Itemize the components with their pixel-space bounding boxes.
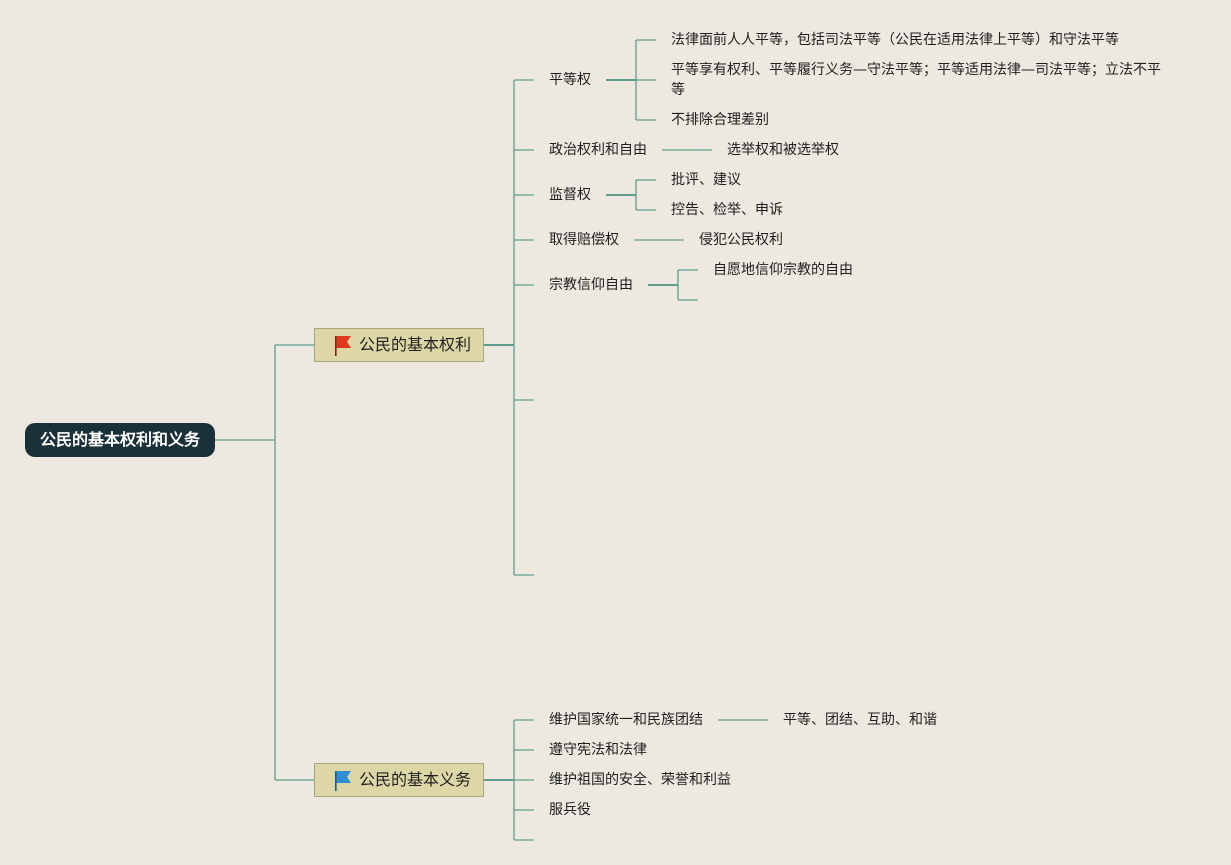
subtopic-military-service[interactable]: 服兵役 — [549, 802, 591, 818]
leaf-equality-3[interactable]: 不排除合理差别 — [671, 112, 769, 128]
blue-flag-icon — [335, 770, 351, 791]
duties-topic[interactable]: 公民的基本义务 — [314, 763, 484, 797]
subtopic-compensation[interactable]: 取得赔偿权 — [549, 232, 619, 248]
rights-topic[interactable]: 公民的基本权利 — [314, 328, 484, 362]
subtopic-national-unity[interactable]: 维护国家统一和民族团结 — [549, 712, 703, 728]
red-flag-icon — [335, 335, 351, 356]
leaf-accusation[interactable]: 控告、检举、申诉 — [671, 202, 783, 218]
root-topic[interactable]: 公民的基本权利和义务 — [25, 423, 215, 457]
subtopic-equality[interactable]: 平等权 — [549, 72, 591, 88]
leaf-criticism[interactable]: 批评、建议 — [671, 172, 741, 188]
leaf-equality-1[interactable]: 法律面前人人平等，包括司法平等（公民在适用法律上平等）和守法平等 — [671, 32, 1119, 48]
subtopic-supervision[interactable]: 监督权 — [549, 187, 591, 203]
subtopic-religious-freedom[interactable]: 宗教信仰自由 — [549, 277, 633, 293]
leaf-harmony[interactable]: 平等、团结、互助、和谐 — [783, 712, 937, 728]
rights-topic-label: 公民的基本权利 — [359, 335, 472, 354]
leaf-voluntary-belief[interactable]: 自愿地信仰宗教的自由 — [713, 262, 853, 278]
duties-topic-label: 公民的基本义务 — [359, 770, 472, 789]
subtopic-national-security[interactable]: 维护祖国的安全、荣誉和利益 — [549, 772, 731, 788]
subtopic-obey-law[interactable]: 遵守宪法和法律 — [549, 742, 647, 758]
leaf-equality-2-wrap[interactable]: 等 — [671, 82, 685, 98]
leaf-equality-2[interactable]: 平等享有权利、平等履行义务—守法平等；平等适用法律—司法平等；立法不平 — [671, 62, 1161, 78]
leaf-election-rights[interactable]: 选举权和被选举权 — [727, 142, 839, 158]
subtopic-political-rights[interactable]: 政治权利和自由 — [549, 142, 647, 158]
leaf-infringement[interactable]: 侵犯公民权利 — [699, 232, 783, 248]
